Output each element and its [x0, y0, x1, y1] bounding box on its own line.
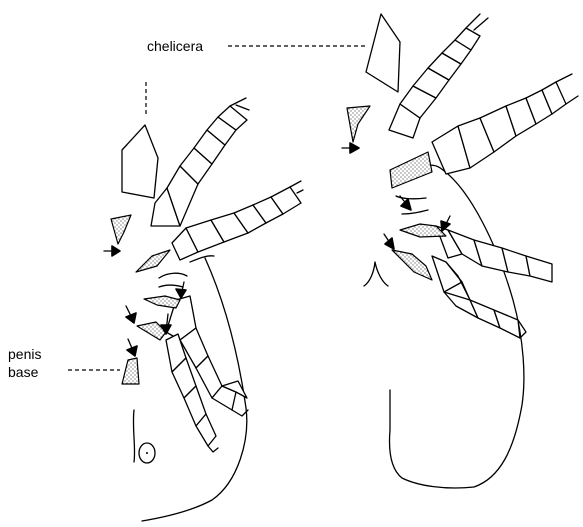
penis-label-line1: penis: [8, 346, 41, 362]
left-sclerite-3: [144, 296, 180, 308]
right-mark-2: [402, 210, 428, 214]
right-sclerite-4: [392, 250, 432, 280]
right-genital-mark: [364, 262, 388, 286]
chelicera-label: chelicera: [147, 38, 203, 54]
left-arrow-5: [127, 339, 137, 356]
left-arrow-2: [176, 282, 186, 298]
right-arrow-3: [441, 216, 450, 231]
right-sclerite-3: [400, 224, 446, 237]
left-penis-base: [122, 358, 139, 384]
left-mark-2: [159, 285, 183, 287]
left-arrow-1: [104, 246, 120, 256]
right-sclerite-2: [390, 152, 432, 188]
left-specimen: [104, 98, 303, 521]
left-arrow-3: [126, 306, 136, 323]
left-leg-1: [151, 98, 249, 226]
right-leg-2: [432, 74, 578, 174]
penis-label-line2: base: [8, 364, 38, 380]
right-arrow-4: [384, 234, 394, 249]
left-mark-1: [159, 273, 187, 278]
left-sclerite-1: [111, 215, 131, 244]
right-sclerite-1: [347, 106, 370, 142]
left-sclerite-2: [136, 250, 170, 272]
left-seta: [133, 410, 134, 462]
right-chelicera: [366, 14, 400, 92]
right-specimen: [342, 14, 578, 488]
left-body-upper: [190, 256, 214, 262]
left-chelicera: [122, 125, 158, 198]
right-leg-1: [389, 14, 488, 138]
right-arrow-1: [342, 143, 359, 153]
